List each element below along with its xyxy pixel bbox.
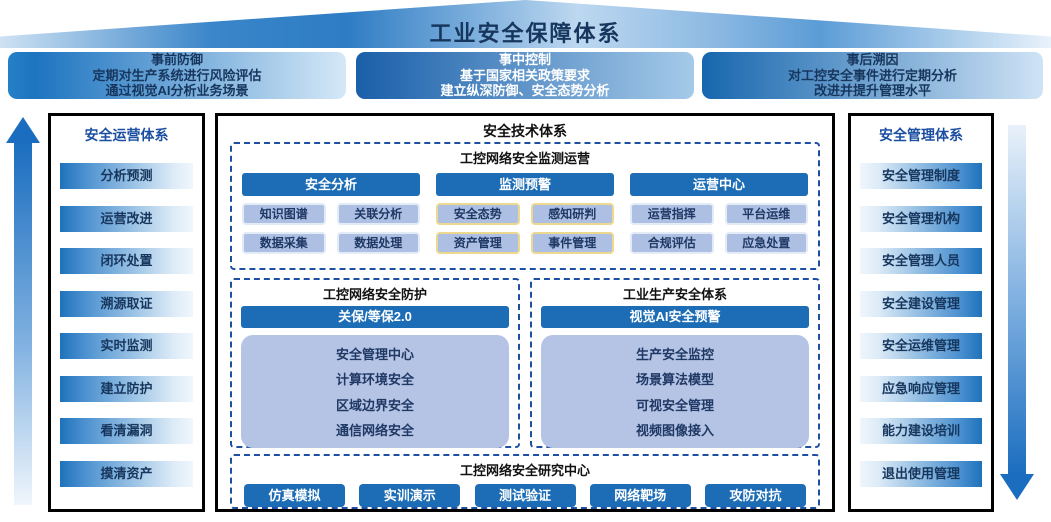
- chip: 平台运维: [724, 203, 808, 225]
- section-title: 工控网络安全研究中心: [459, 463, 590, 478]
- list-item: 安全建设管理: [860, 290, 982, 317]
- chip: 合规评估: [630, 232, 714, 254]
- network-protection-box: 工控网络安全防护 关保/等保2.0 安全管理中心 计算环境安全 区域边界安全 通…: [230, 278, 520, 448]
- banner-line: 建立纵深防御、安全态势分析: [440, 83, 610, 99]
- banner-heading: 事前防御: [150, 52, 203, 68]
- section-title: 工控网络安全监测运营: [459, 151, 590, 166]
- group-monitoring-warning: 监测预警 安全态势 感知研判 资产管理 事件管理: [436, 173, 614, 254]
- list-item: 摸清资产: [60, 460, 193, 487]
- section-header-bar: 视觉AI安全预警: [541, 306, 809, 328]
- chip: 安全态势: [436, 203, 520, 225]
- list-item: 溯源取证: [60, 290, 193, 317]
- banner-post-analysis: 事后溯因 对工控安全事件进行定期分析 改进并提升管理水平: [702, 52, 1043, 99]
- panel-item: 生产安全监控: [635, 347, 714, 363]
- list-item: 能力建设培训: [860, 418, 982, 445]
- banner-pre-defense: 事前防御 定期对生产系统进行风险评估 通过视觉AI分析业务场景: [8, 52, 346, 99]
- chip: 感知研判: [530, 203, 614, 225]
- down-arrow-shaft: [1008, 125, 1026, 476]
- group-header: 运营中心: [630, 173, 808, 196]
- list-item: 安全管理人员: [860, 248, 982, 275]
- banner-heading: 事中控制: [498, 52, 551, 68]
- list-item: 实时监测: [60, 333, 193, 360]
- security-management-column: 安全管理体系 安全管理制度 安全管理机构 安全管理人员 安全建设管理 安全运维管…: [848, 113, 994, 512]
- chip: 事件管理: [530, 232, 614, 254]
- section-item-panel: 生产安全监控 场景算法模型 可视安全管理 视频图像接入: [541, 335, 809, 448]
- research-button: 仿真模拟: [244, 484, 345, 507]
- section-header-bar: 关保/等保2.0: [241, 306, 509, 328]
- banner-line: 定期对生产系统进行风险评估: [92, 67, 262, 83]
- list-item: 安全运维管理: [860, 333, 982, 360]
- panel-item: 视频图像接入: [635, 422, 714, 438]
- column-title: 安全运营体系: [84, 127, 169, 143]
- panel-item: 区域边界安全: [335, 397, 414, 413]
- column-title: 安全管理体系: [879, 127, 963, 143]
- list-item: 应急响应管理: [860, 375, 982, 402]
- section-title: 工业生产安全体系: [622, 287, 727, 302]
- section-title: 工控网络安全防护: [322, 287, 427, 302]
- list-item: 看清漏洞: [60, 418, 193, 445]
- panel-item: 可视安全管理: [635, 397, 714, 413]
- research-buttons: 仿真模拟 实训演示 测试验证 网络靶场 攻防对抗: [232, 481, 818, 507]
- panel-item: 场景算法模型: [635, 372, 714, 388]
- group-security-analysis: 安全分析 知识图谱 关联分析 数据采集 数据处理: [242, 173, 420, 254]
- research-button: 实训演示: [359, 484, 461, 507]
- section-item-panel: 安全管理中心 计算环境安全 区域边界安全 通信网络安全: [241, 335, 509, 448]
- column-items: 安全管理制度 安全管理机构 安全管理人员 安全建设管理 安全运维管理 应急响应管…: [851, 145, 991, 509]
- up-arrow-icon: [6, 117, 40, 143]
- banner-in-process-control: 事中控制 基于国家相关政策要求 建立纵深防御、安全态势分析: [356, 52, 694, 99]
- panel-item: 安全管理中心: [335, 347, 414, 363]
- list-item: 安全管理机构: [860, 205, 982, 232]
- group-header: 安全分析: [242, 173, 420, 196]
- production-safety-box: 工业生产安全体系 视觉AI安全预警 生产安全监控 场景算法模型 可视安全管理 视…: [530, 278, 820, 448]
- security-technology-panel: 安全技术体系 工控网络安全监测运营 安全分析 知识图谱 关联分析 数据采集 数据…: [215, 113, 835, 512]
- banner-line: 基于国家相关政策要求: [459, 67, 590, 83]
- panel-item: 通信网络安全: [335, 422, 414, 438]
- monitoring-groups: 安全分析 知识图谱 关联分析 数据采集 数据处理 监测预警 安全态势 感知研判 …: [232, 169, 818, 254]
- research-button: 攻防对抗: [705, 484, 806, 507]
- list-item: 运营改进: [60, 205, 193, 232]
- banner-heading: 事后溯因: [846, 52, 899, 68]
- research-center-box: 工控网络安全研究中心 仿真模拟 实训演示 测试验证 网络靶场 攻防对抗: [230, 454, 820, 509]
- group-chips: 运营指挥 平台运维 合规评估 应急处置: [630, 203, 808, 254]
- chip: 数据采集: [242, 232, 326, 254]
- banner-line: 对工控安全事件进行定期分析: [787, 67, 957, 83]
- chip: 运营指挥: [630, 203, 714, 225]
- group-header: 监测预警: [436, 173, 614, 196]
- chip: 数据处理: [336, 232, 420, 254]
- panel-item: 计算环境安全: [335, 372, 414, 388]
- page-title: 工业安全保障体系: [429, 21, 622, 46]
- panel-title: 安全技术体系: [483, 123, 567, 139]
- list-item: 安全管理制度: [860, 163, 982, 190]
- research-button: 测试验证: [474, 484, 576, 507]
- group-chips: 安全态势 感知研判 资产管理 事件管理: [436, 203, 614, 254]
- list-item: 退出使用管理: [860, 460, 982, 487]
- list-item: 分析预测: [60, 163, 193, 190]
- monitoring-operations-box: 工控网络安全监测运营 安全分析 知识图谱 关联分析 数据采集 数据处理 监测预警…: [230, 142, 820, 270]
- list-item: 建立防护: [60, 375, 193, 402]
- down-arrow-icon: [1000, 474, 1034, 500]
- column-items: 分析预测 运营改进 闭环处置 溯源取证 实时监测 建立防护 看清漏洞 摸清资产: [51, 145, 202, 509]
- list-item: 闭环处置: [60, 248, 193, 275]
- security-operations-column: 安全运营体系 分析预测 运营改进 闭环处置 溯源取证 实时监测 建立防护 看清漏…: [48, 113, 205, 512]
- group-chips: 知识图谱 关联分析 数据采集 数据处理: [242, 203, 420, 254]
- banner-line: 改进并提升管理水平: [813, 83, 931, 99]
- chip: 关联分析: [336, 203, 420, 225]
- group-operations-center: 运营中心 运营指挥 平台运维 合规评估 应急处置: [630, 173, 808, 254]
- chip: 知识图谱: [242, 203, 326, 225]
- up-arrow-shaft: [14, 141, 32, 505]
- research-button: 网络靶场: [589, 484, 691, 507]
- chip: 资产管理: [436, 232, 520, 254]
- banner-line: 通过视觉AI分析业务场景: [105, 83, 249, 99]
- chip: 应急处置: [724, 232, 808, 254]
